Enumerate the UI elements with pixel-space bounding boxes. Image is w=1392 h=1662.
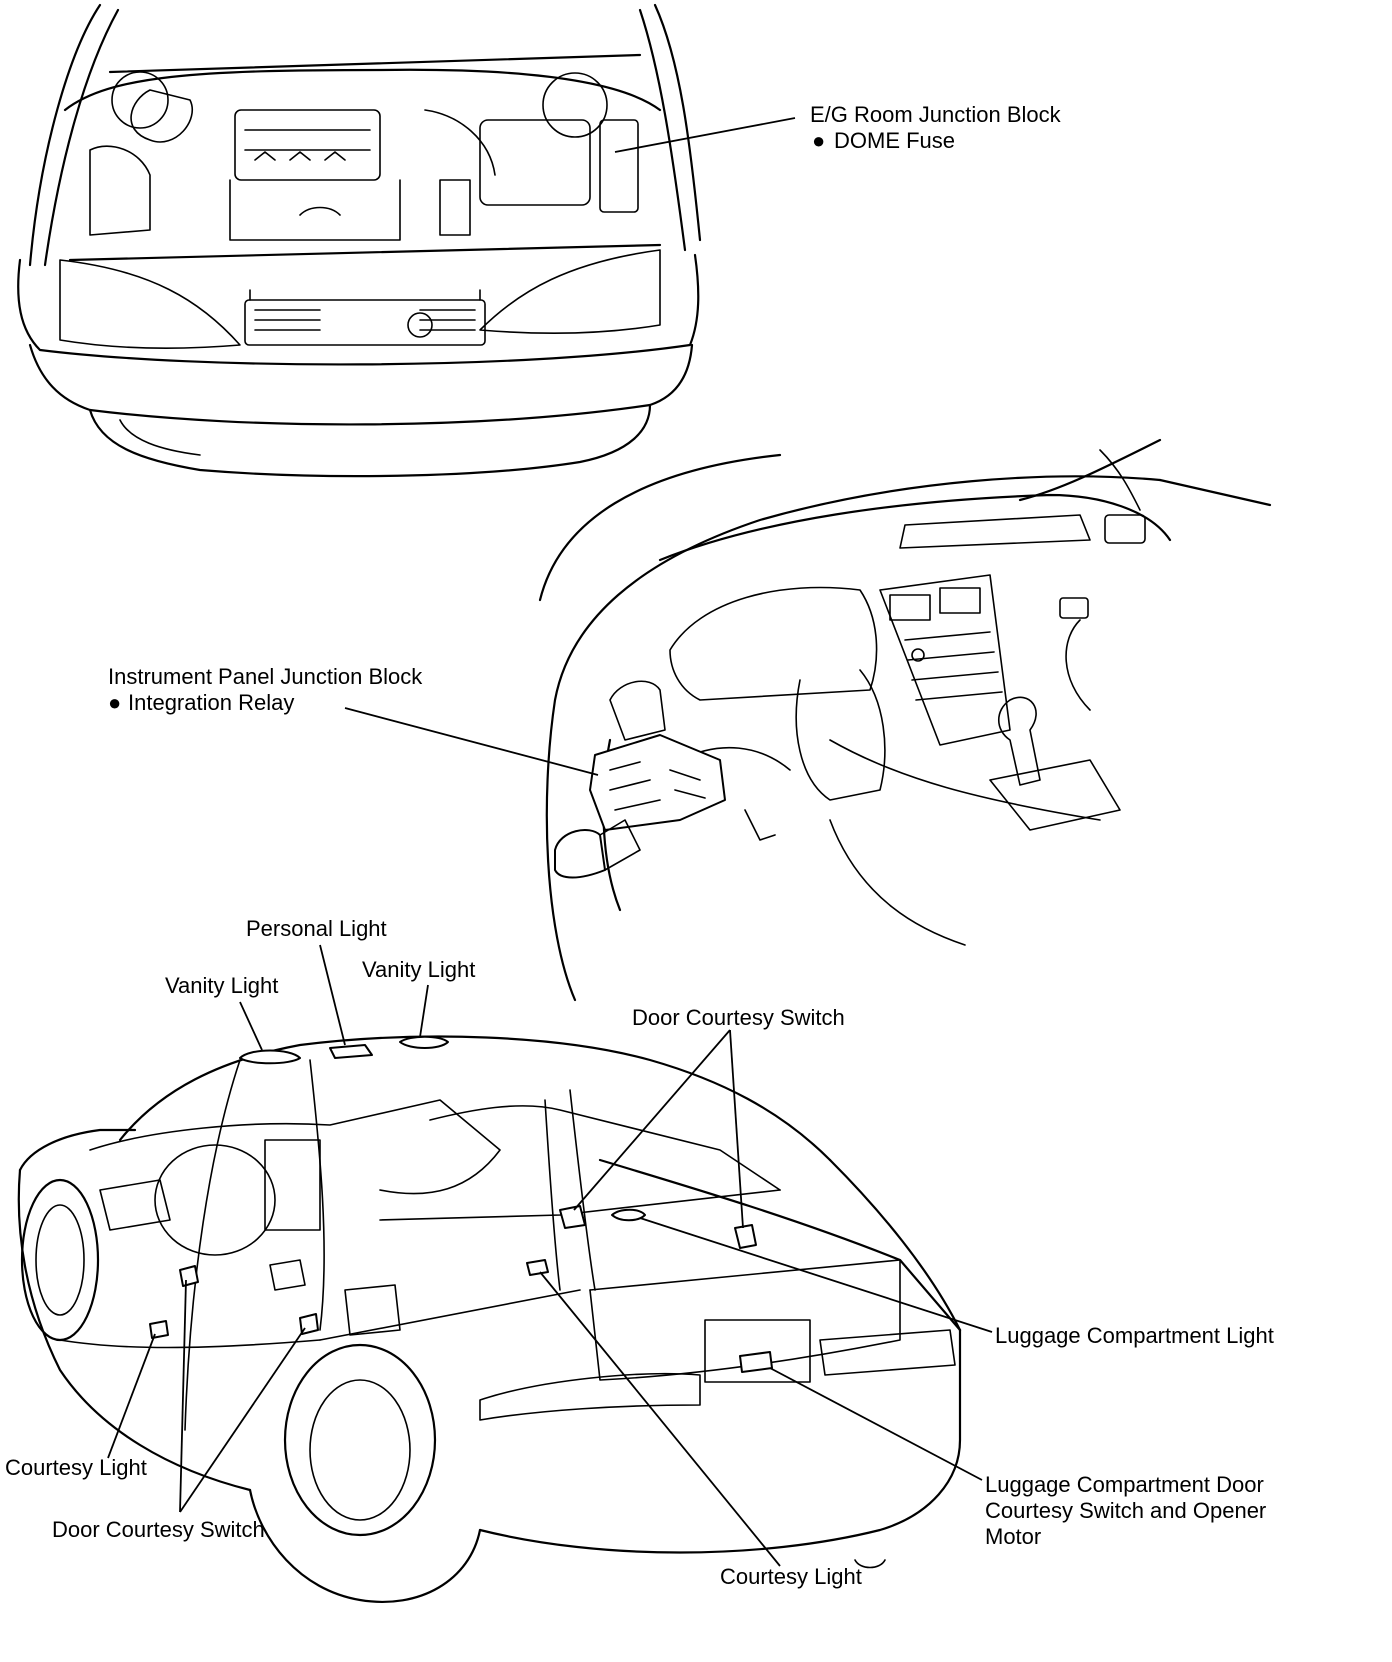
dome-fuse-label: DOME Fuse xyxy=(834,128,955,153)
integration-relay-label: Integration Relay xyxy=(128,690,294,715)
luggage-door-switch-label-line2: Courtesy Switch and Opener xyxy=(985,1498,1266,1523)
dome-fuse-bullet: ● xyxy=(812,128,825,153)
courtesy-light-rear-label: Courtesy Light xyxy=(720,1564,862,1589)
labels: E/G Room Junction Block ● DOME Fuse Inst… xyxy=(5,102,1274,1589)
eg-room-junction-block-label: E/G Room Junction Block xyxy=(810,102,1062,127)
luggage-compartment-light-label: Luggage Compartment Light xyxy=(995,1323,1274,1348)
luggage-door-switch-label-line3: Motor xyxy=(985,1524,1041,1549)
luggage-door-switch-label-line1: Luggage Compartment Door xyxy=(985,1472,1264,1497)
personal-light-label: Personal Light xyxy=(246,916,387,941)
leader-lines xyxy=(107,117,993,1567)
integration-relay-bullet: ● xyxy=(108,690,121,715)
door-courtesy-switch-front-label: Door Courtesy Switch xyxy=(52,1517,265,1542)
door-courtesy-switch-rear-label: Door Courtesy Switch xyxy=(632,1005,845,1030)
vanity-light-left-label: Vanity Light xyxy=(165,973,278,998)
ip-junction-block-label: Instrument Panel Junction Block xyxy=(108,664,423,689)
instrument-panel-drawing xyxy=(538,438,1272,1002)
courtesy-light-front-label: Courtesy Light xyxy=(5,1455,147,1480)
engine-compartment-drawing xyxy=(17,3,702,478)
vanity-light-right-label: Vanity Light xyxy=(362,957,475,982)
